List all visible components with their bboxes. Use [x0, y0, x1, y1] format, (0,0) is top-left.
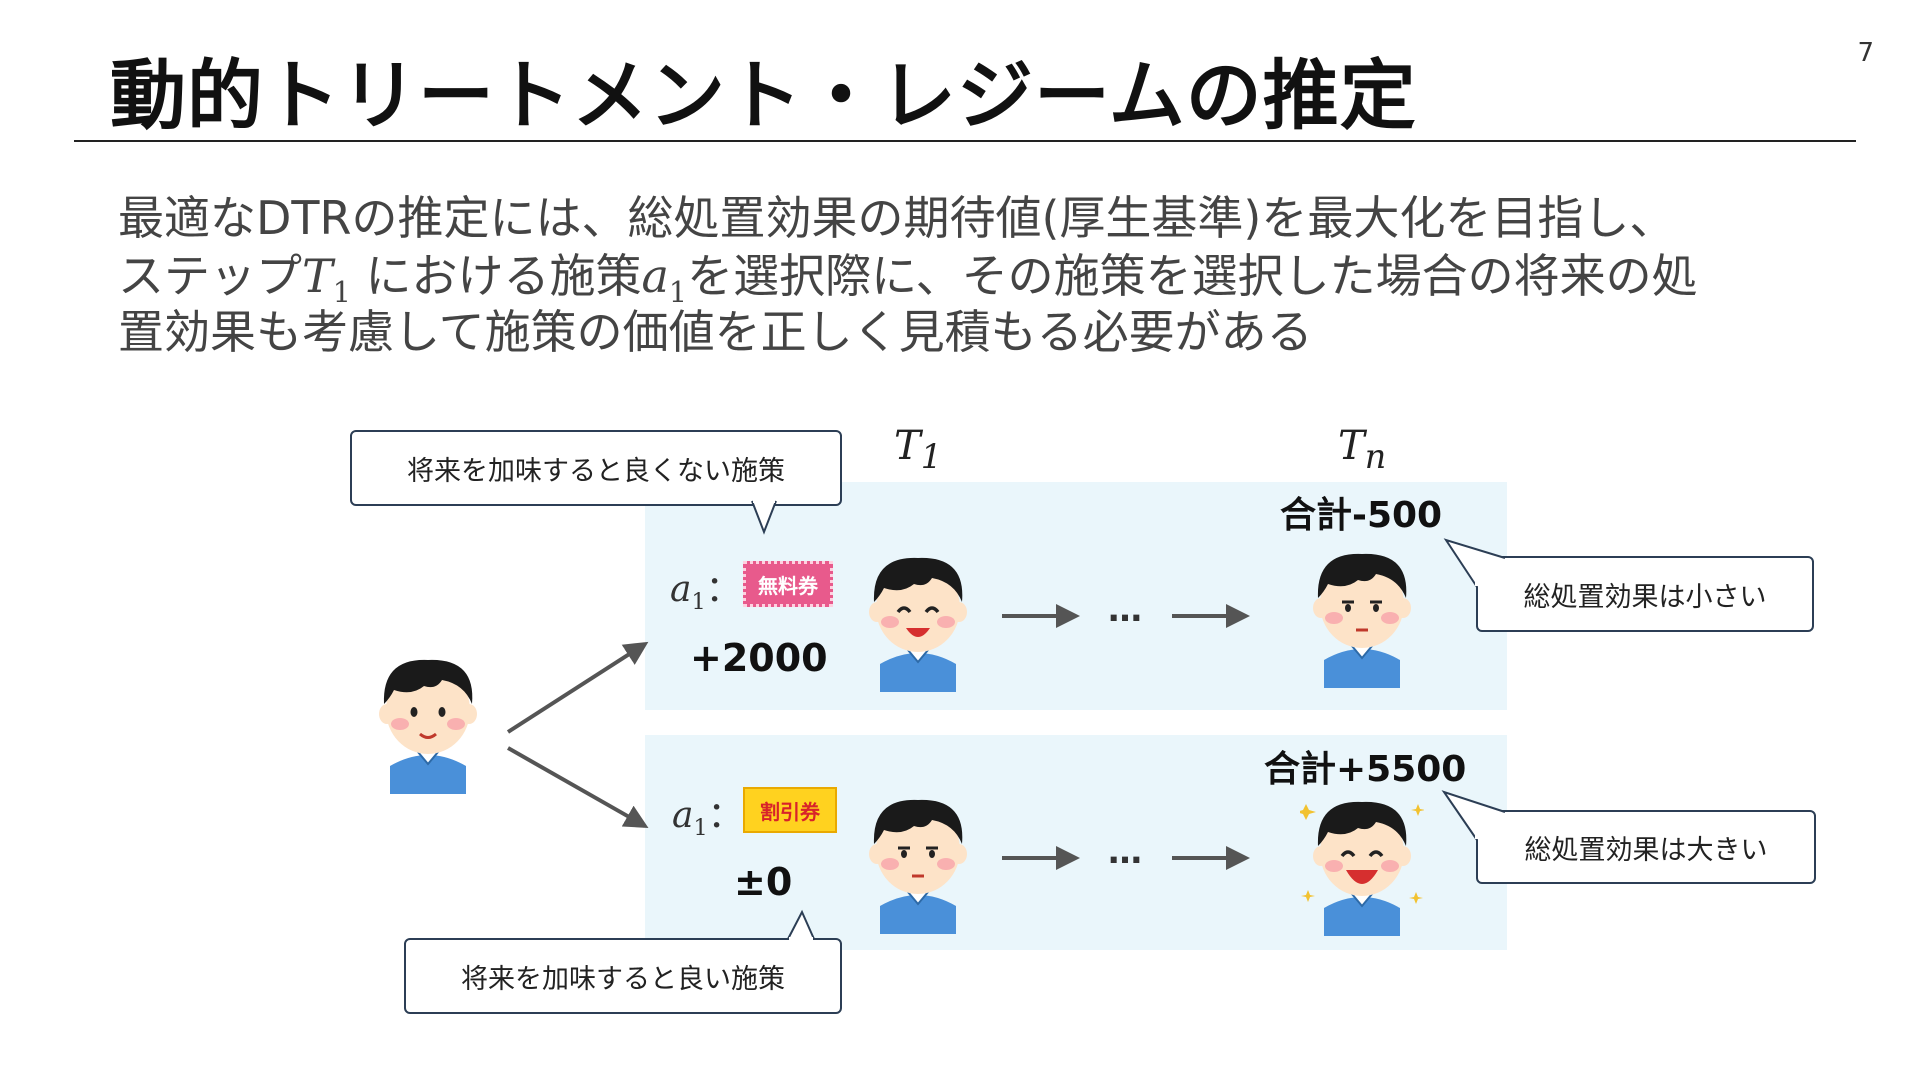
bottom-action-colon: ：: [707, 795, 744, 836]
person-top-t1-smiling-icon: [869, 557, 967, 692]
bottom-immediate-reward: ±0: [734, 860, 793, 904]
tn-sub: n: [1364, 437, 1387, 476]
math-t1-base: T: [302, 249, 333, 303]
slide-title: 動的トリートメント・レジームの推定: [110, 51, 1417, 140]
bottom-effect-callout-text: 総処置効果は大きい: [1524, 834, 1768, 866]
body-line-2-part-a: ステップ: [118, 249, 302, 303]
t1-base: T: [894, 423, 921, 469]
top-action-base: a: [670, 569, 692, 610]
free-coupon-text: 無料券: [758, 573, 818, 598]
body-line-1: 最適なDTRの推定には、総処置効果の期待値(厚生基準)を最大化を目指し、: [118, 191, 1676, 245]
bottom-policy-callout: 将来を加味すると良い施策: [404, 938, 842, 1014]
body-line-2: ステップT1 における施策a1を選択際に、その施策を選択した場合の将来の処: [118, 240, 1698, 309]
math-a1-sub: 1: [668, 276, 688, 310]
body-line-3: 置効果も考慮して施策の価値を正しく見積もる必要がある: [118, 305, 1313, 359]
top-policy-callout: 将来を加味すると良くない施策: [350, 430, 842, 506]
bottom-effect-callout: 総処置効果は大きい: [1476, 810, 1816, 884]
bottom-action-sub: 1: [693, 815, 708, 842]
title-divider: [74, 140, 1856, 142]
top-action-sub: 1: [691, 589, 706, 616]
top-effect-callout: 総処置効果は小さい: [1476, 556, 1814, 632]
branch-arrow-top: [506, 641, 649, 734]
bottom-ellipsis: …: [1108, 832, 1142, 872]
top-policy-callout-text: 将来を加味すると良くない施策: [407, 455, 785, 487]
page-number: 7: [1857, 38, 1874, 68]
top-ellipsis: …: [1108, 590, 1142, 630]
math-t1-sub: 1: [332, 276, 351, 310]
person-bottom-tn-happy-icon: [1300, 801, 1424, 936]
person-initial-icon: [379, 659, 477, 794]
top-action-colon: ：: [705, 569, 742, 610]
top-action-label: a1：: [670, 560, 742, 615]
bottom-action-base: a: [672, 795, 694, 836]
bottom-policy-callout-text: 将来を加味すると良い施策: [461, 963, 785, 995]
person-top-tn-neutral-icon: [1313, 553, 1411, 688]
free-coupon-icon: 無料券: [743, 561, 833, 607]
math-a1: a1: [641, 249, 687, 309]
top-total: 合計-500: [1280, 495, 1443, 536]
body-line-2-part-b: における施策: [350, 249, 642, 303]
time-label-t1: T1: [894, 423, 942, 476]
top-effect-callout-text: 総処置効果は小さい: [1523, 581, 1767, 613]
discount-coupon-icon: 割引券: [743, 787, 837, 833]
bottom-total: 合計+5500: [1264, 749, 1467, 790]
discount-coupon-text: 割引券: [760, 799, 820, 824]
body-line-2-part-c: を選択際に、その施策を選択した場合の将来の処: [687, 249, 1698, 303]
math-a1-base: a: [641, 249, 669, 303]
bottom-action-label: a1：: [672, 786, 744, 841]
tn-base: T: [1338, 423, 1365, 469]
math-t1: T1: [302, 249, 351, 309]
t1-sub: 1: [920, 437, 942, 476]
branch-arrow-bottom: [507, 746, 649, 828]
time-label-tn: Tn: [1338, 423, 1386, 476]
person-bottom-t1-neutral-icon: [869, 799, 967, 934]
top-immediate-reward: +2000: [690, 636, 828, 680]
